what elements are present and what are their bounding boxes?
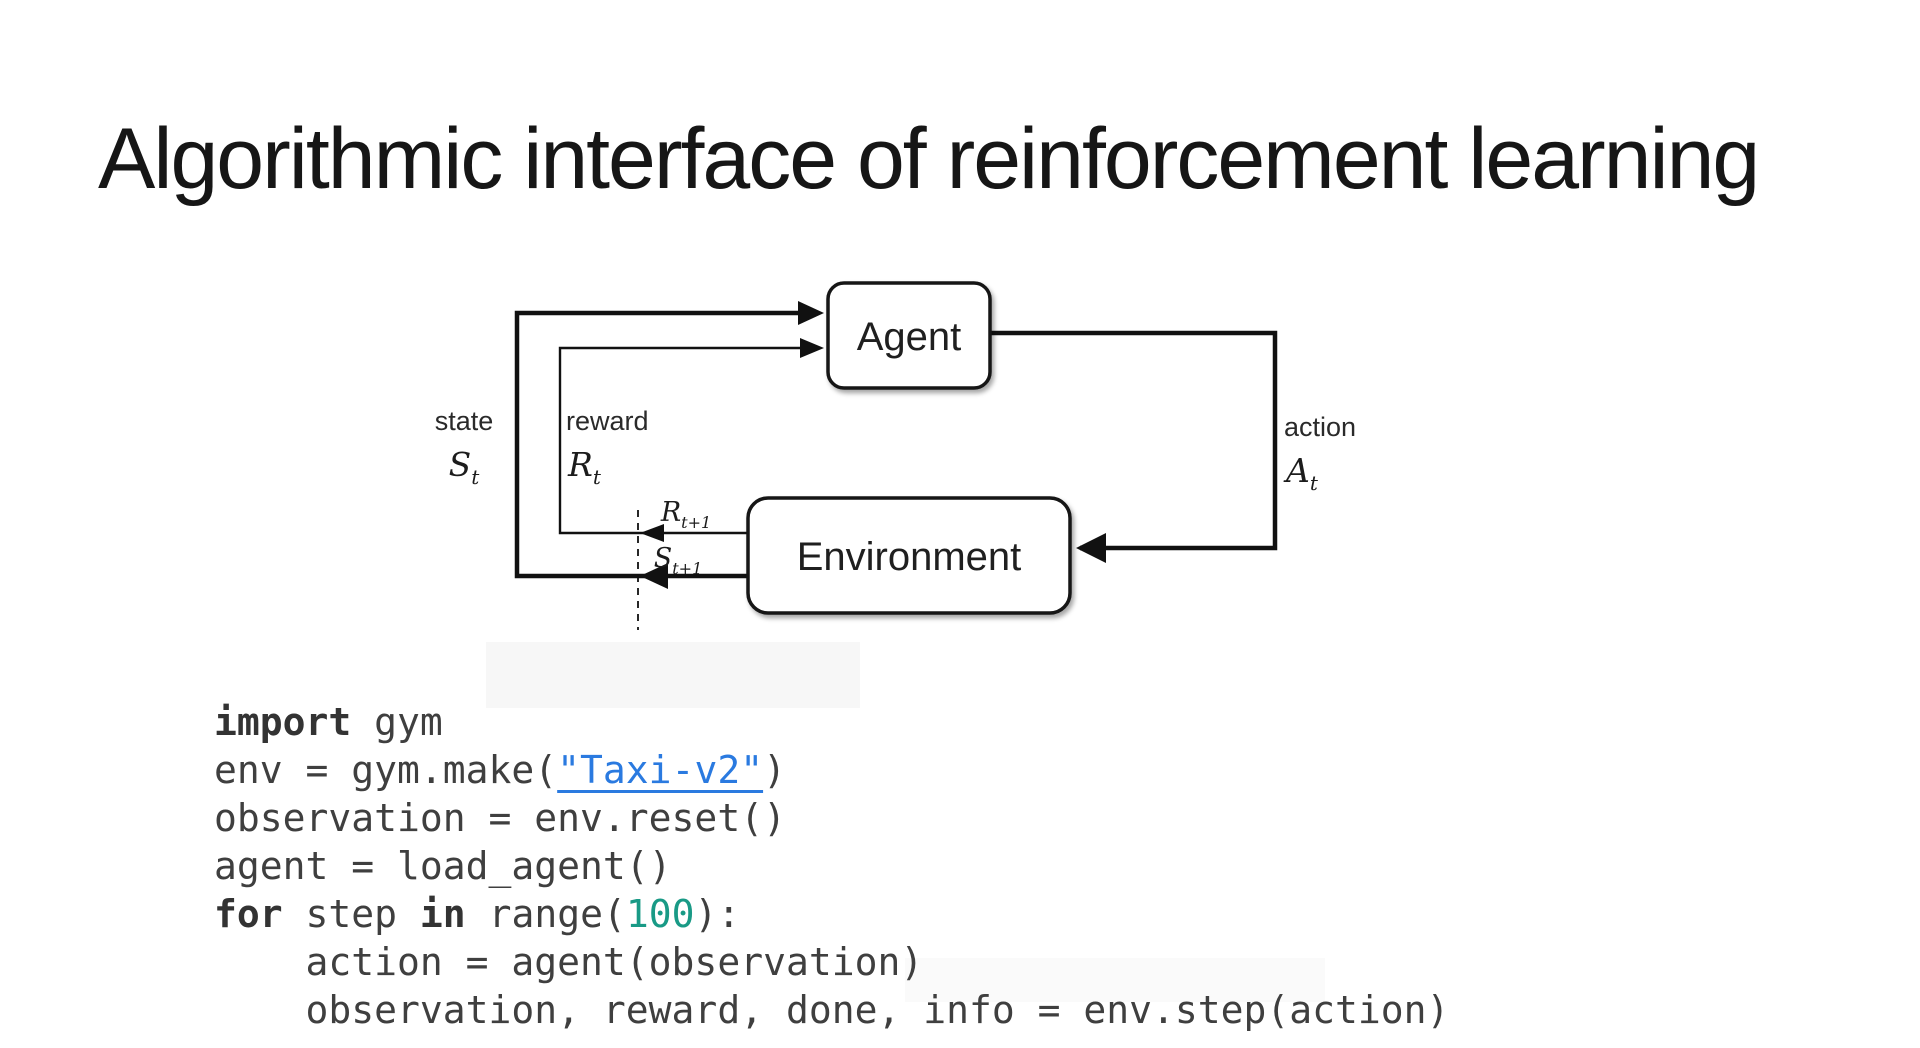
code-text: import <box>214 700 352 744</box>
code-line: action = agent(observation) <box>214 938 1449 986</box>
code-text: ) <box>763 748 786 792</box>
code-line: agent = load_agent() <box>214 842 1449 890</box>
taxi-v2-link[interactable]: "Taxi-v2" <box>557 748 764 792</box>
code-line: observation = env.reset() <box>214 794 1449 842</box>
rl-loop-diagram: Agent Environment state St reward Rt act… <box>435 281 1356 630</box>
action-symbol: At <box>1283 451 1319 495</box>
code-text: 100 <box>625 892 695 936</box>
reward-label: reward <box>566 406 649 436</box>
paste-artifact <box>905 958 1325 1002</box>
state-arrowhead-icon <box>798 301 824 325</box>
action-arrow <box>990 330 1278 551</box>
next-state-symbol: St+1 <box>654 543 703 578</box>
state-arrow <box>514 310 802 579</box>
next-reward-arrowhead-icon <box>640 524 664 542</box>
code-text: action = agent(observation) <box>214 940 924 984</box>
code-text: env = gym.make( <box>214 748 558 792</box>
action-arrowhead-icon <box>1076 533 1106 563</box>
code-text: observation = env.reset() <box>214 796 786 840</box>
next-reward-symbol: Rt+1 <box>660 497 711 532</box>
code-text: range( <box>465 892 626 936</box>
code-text: for <box>214 892 283 936</box>
environment-label: Environment <box>797 535 1022 579</box>
paste-artifact <box>486 642 860 708</box>
code-line: for step in range(100): <box>214 890 1449 938</box>
code-text: ): <box>694 892 741 936</box>
code-text: agent = load_agent() <box>214 844 672 888</box>
page-title: Algorithmic interface of reinforcement l… <box>98 110 1760 207</box>
agent-box <box>826 281 992 390</box>
state-symbol: St <box>449 445 481 489</box>
environment-box <box>746 496 1072 615</box>
code-text: in <box>419 892 466 936</box>
reward-arrowhead-icon <box>800 338 824 358</box>
state-label: state <box>435 406 494 436</box>
code-line: env = gym.make("Taxi-v2") <box>214 746 1449 794</box>
reward-symbol: Rt <box>567 445 602 489</box>
code-text: gym <box>351 700 443 744</box>
code-text: step <box>282 892 420 936</box>
code-line: observation, reward, done, info = env.st… <box>214 986 1450 1034</box>
code-text: observation, reward, done, info = env.st… <box>214 988 1450 1032</box>
code-line: import gym <box>214 698 1449 746</box>
agent-label: Agent <box>857 315 962 359</box>
next-state-arrowhead-icon <box>640 563 668 589</box>
action-label: action <box>1284 412 1356 442</box>
